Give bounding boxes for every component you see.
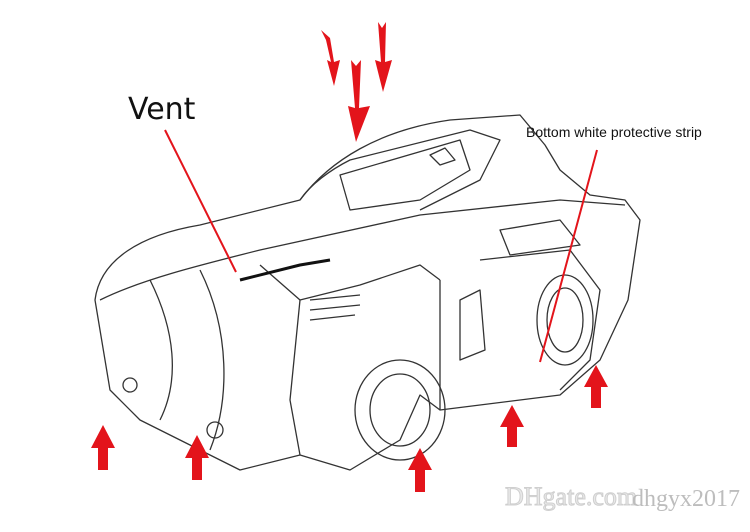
- up-arrow-icon: [584, 365, 608, 408]
- up-arrow-icon: [185, 435, 209, 480]
- strip-pointer-line: [539, 149, 598, 363]
- down-arrow-icon: [321, 30, 340, 86]
- bottom-strip-label: Bottom white protective strip: [526, 124, 702, 140]
- watermark-user: dhgyx2017: [632, 486, 740, 512]
- up-arrow-icon: [500, 405, 524, 447]
- up-arrow-icon: [408, 448, 432, 492]
- vent-label: Vent: [128, 92, 196, 127]
- vent-pointer-line: [164, 129, 237, 273]
- watermark-logo: DHgate.com: [504, 482, 638, 512]
- down-arrow-icon: [375, 22, 392, 92]
- up-arrow-icon: [91, 425, 115, 470]
- down-arrow-icon: [348, 60, 370, 142]
